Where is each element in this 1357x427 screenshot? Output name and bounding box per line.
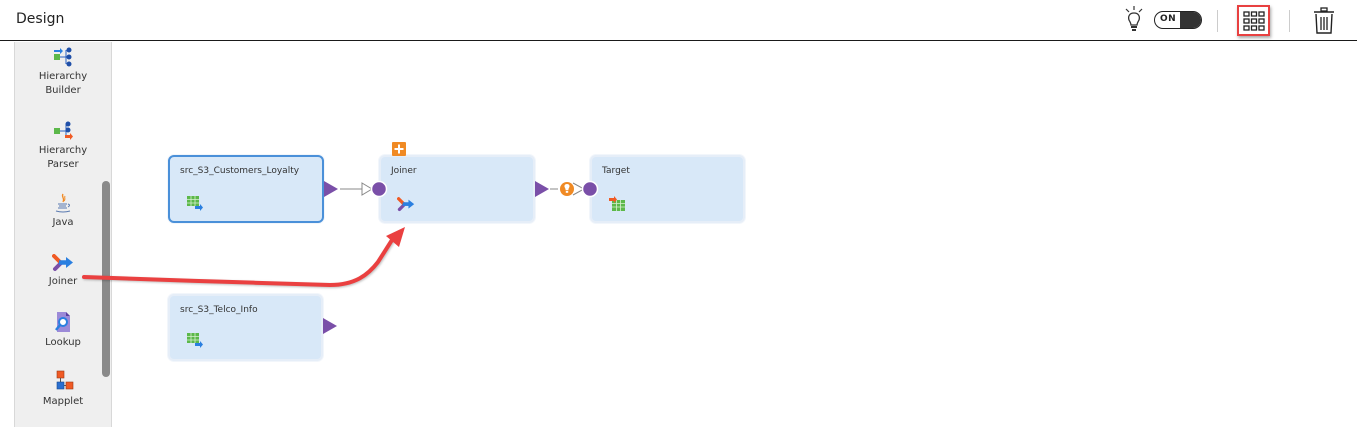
palette-item-mapplet[interactable]: Mapplet: [16, 370, 110, 409]
node-label: src_S3_Customers_Loyalty: [180, 166, 300, 176]
divider: [1217, 10, 1218, 32]
page-title: Design: [16, 11, 65, 27]
output-port[interactable]: [535, 181, 549, 197]
node-label: Target: [602, 166, 630, 176]
palette-item-java[interactable]: Java: [16, 193, 110, 230]
hints-toggle[interactable]: ON: [1154, 11, 1202, 29]
grid-view-icon: [1242, 10, 1265, 31]
hierarchy-parser-icon: [54, 121, 73, 140]
transformation-palette: [14, 42, 112, 427]
add-icon[interactable]: [392, 142, 406, 156]
node-src-telco-info[interactable]: src_S3_Telco_Info: [168, 294, 323, 361]
node-target[interactable]: Target: [590, 155, 745, 223]
header-bar: Design ON: [0, 0, 1357, 41]
hierarchy-builder-icon: [54, 47, 72, 67]
palette-item-hierarchy-parser[interactable]: Hierarchy Parser: [16, 121, 110, 172]
divider: [1289, 10, 1290, 32]
toggle-label: ON: [1160, 14, 1177, 24]
output-port[interactable]: [324, 181, 338, 197]
source-icon: [187, 196, 203, 211]
joiner-icon: [52, 254, 73, 271]
palette-item-label: Builder: [45, 85, 81, 96]
lightbulb-icon[interactable]: [1124, 6, 1144, 32]
output-port[interactable]: [323, 318, 337, 334]
node-label: src_S3_Telco_Info: [180, 305, 258, 315]
joiner-icon: [397, 197, 415, 212]
palette-item-label: Lookup: [45, 337, 81, 348]
node-joiner[interactable]: Joiner: [379, 155, 535, 223]
lookup-icon: [55, 312, 70, 332]
palette-item-label: Mapplet: [42, 396, 84, 407]
palette-item-label: Hierarchy: [38, 145, 88, 156]
palette-item-label: Parser: [47, 159, 79, 170]
palette-item-label: Hierarchy: [38, 71, 88, 82]
palette-scrollbar[interactable]: [102, 181, 110, 377]
mapplet-icon: [56, 370, 74, 390]
palette-item-label: Joiner: [48, 276, 78, 287]
trash-icon[interactable]: [1313, 7, 1335, 34]
node-src-customers-loyalty[interactable]: src_S3_Customers_Loyalty: [168, 155, 324, 223]
grid-view-button[interactable]: [1237, 5, 1270, 36]
annotation-arrow: [82, 227, 405, 288]
palette-item-hierarchy-builder[interactable]: Hierarchy Builder: [16, 47, 110, 98]
palette-item-label: Java: [52, 217, 74, 228]
hint-bulb-icon[interactable]: [560, 182, 574, 196]
java-icon: [55, 193, 71, 213]
palette-item-joiner[interactable]: Joiner: [16, 254, 110, 289]
palette-item-lookup[interactable]: Lookup: [16, 311, 110, 350]
link-arrow: [361, 182, 373, 196]
target-icon: [609, 196, 625, 211]
toggle-knob: [1180, 12, 1201, 28]
node-label: Joiner: [391, 166, 417, 176]
source-icon: [187, 333, 203, 348]
